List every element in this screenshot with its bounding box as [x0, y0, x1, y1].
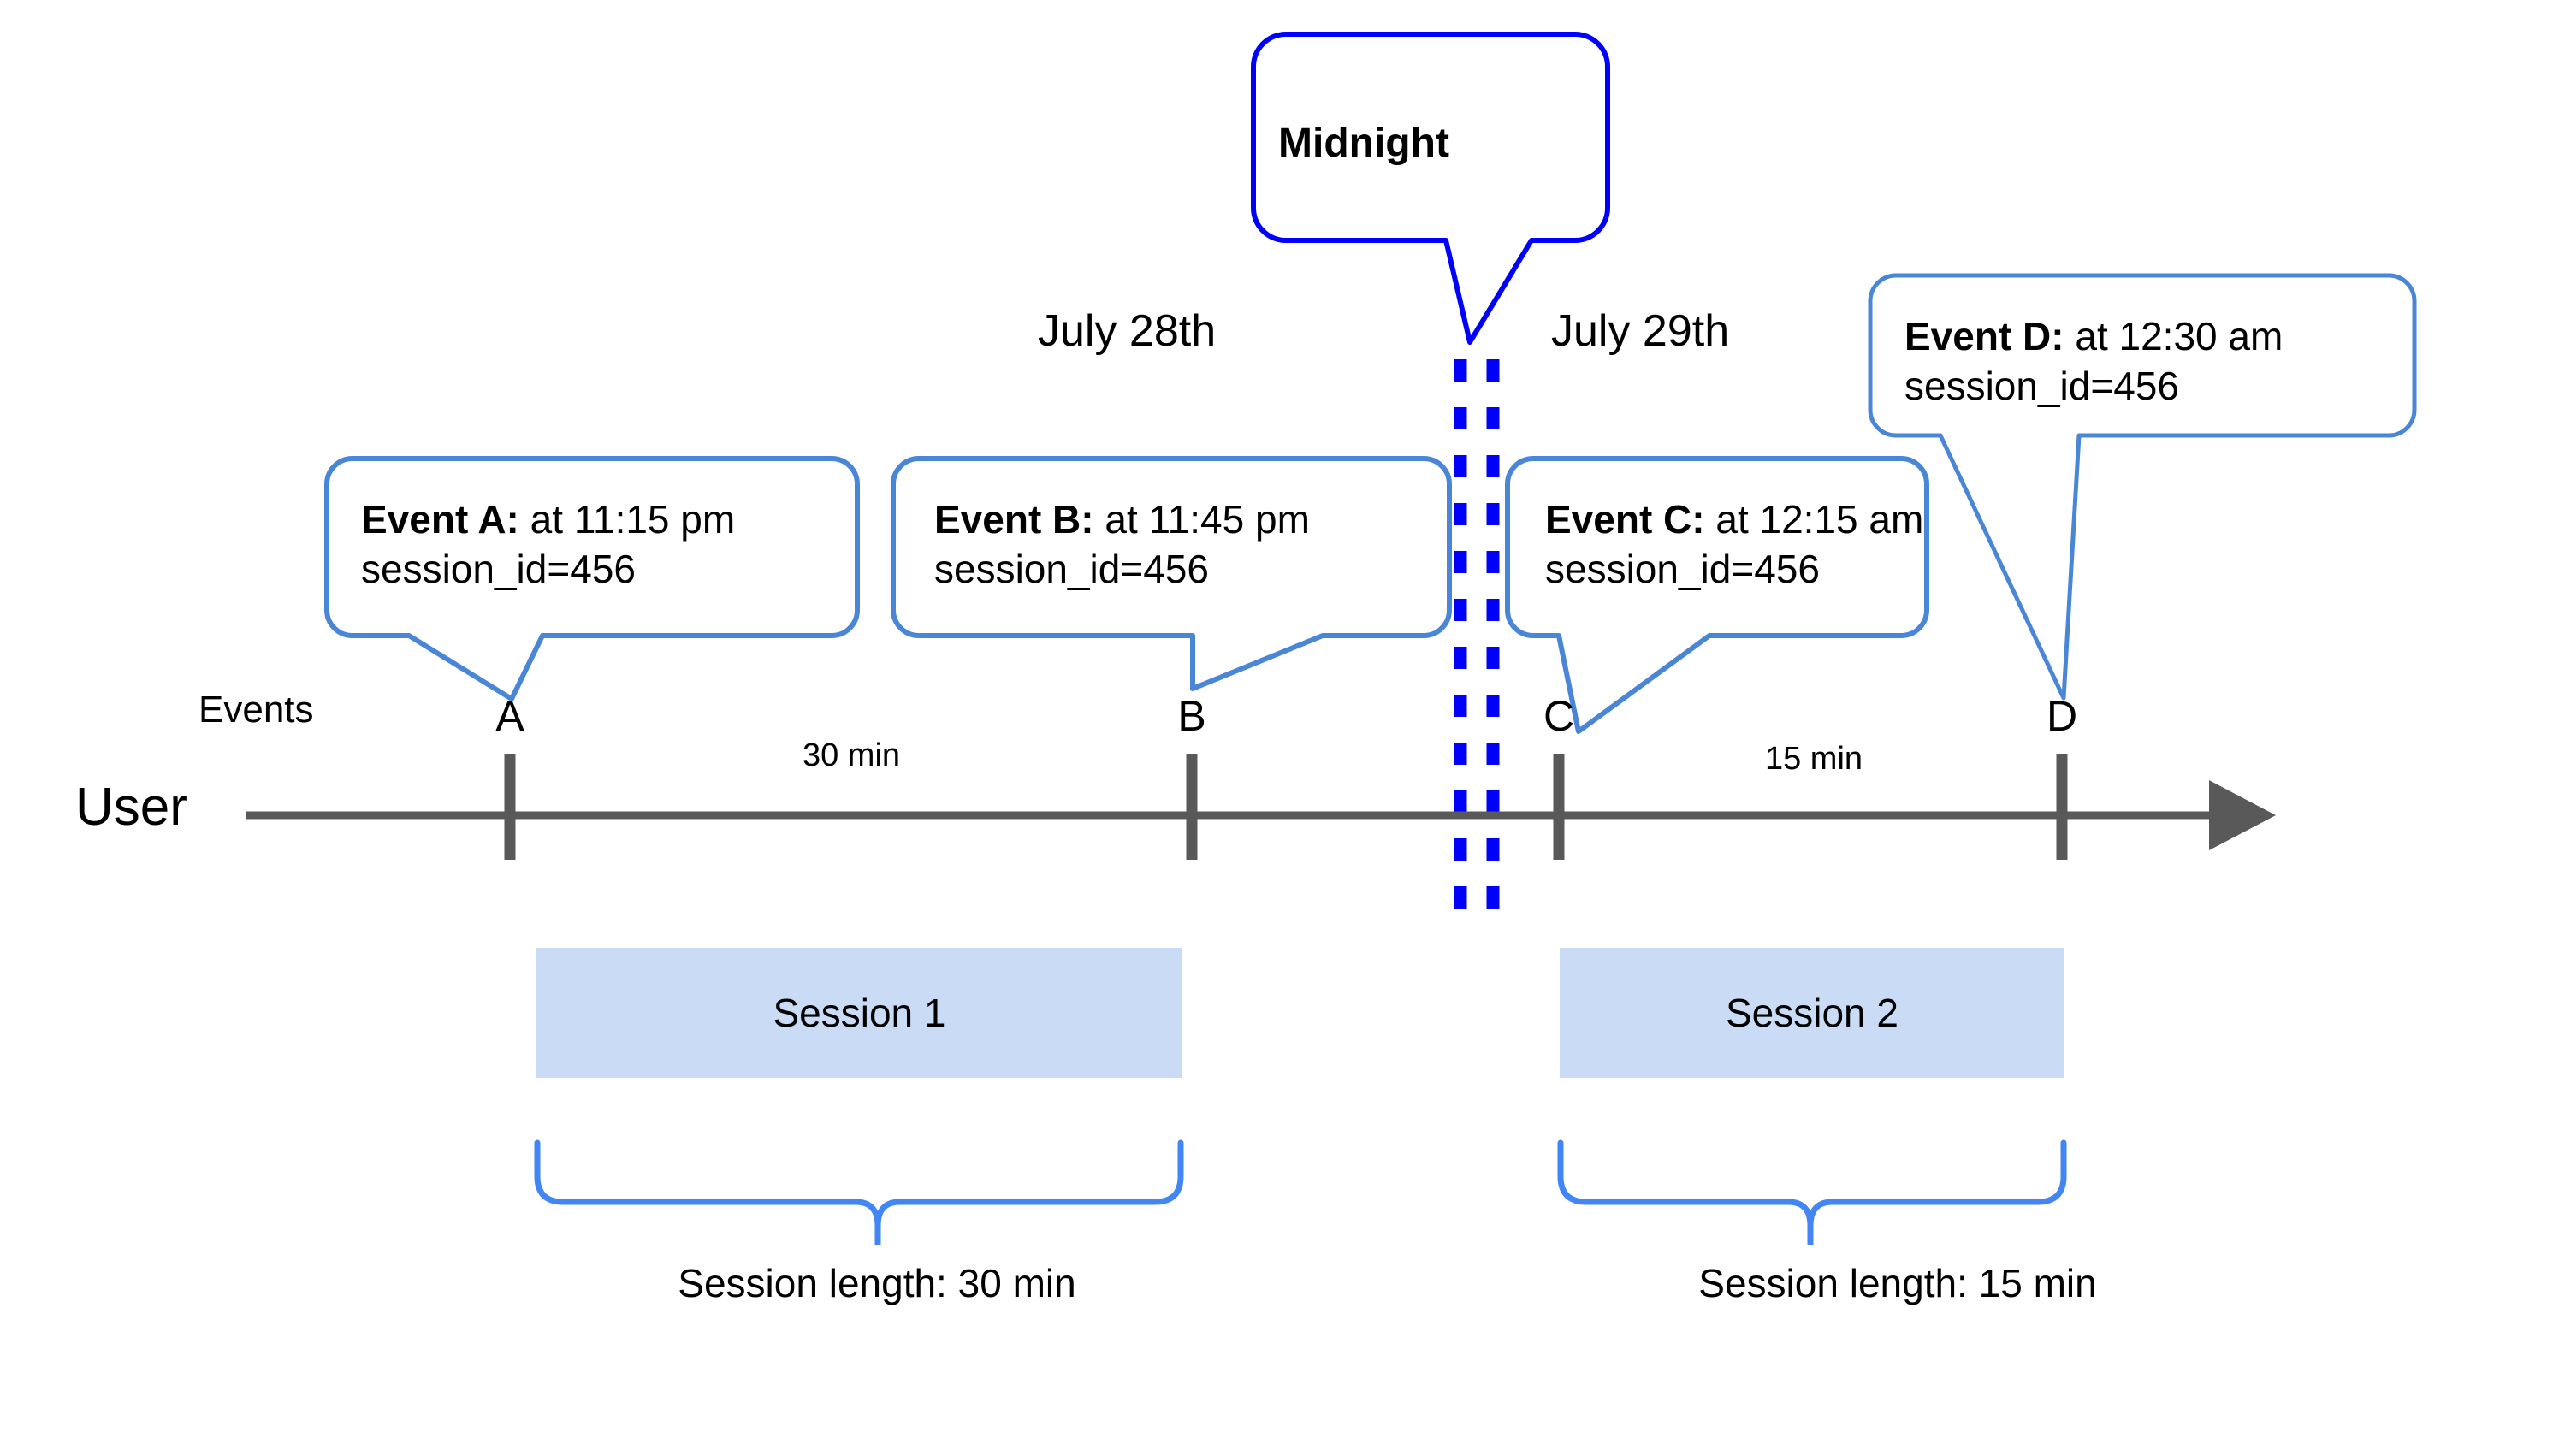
event-d-callout-text: Event D: at 12:30 am session_id=456 — [1904, 311, 2283, 411]
day-label-july-28: July 28th — [1038, 306, 1217, 356]
midnight-label: Midnight — [1278, 121, 1449, 166]
day-label-july-29: July 29th — [1551, 306, 1730, 356]
event-b-lead: Event B: — [934, 497, 1094, 542]
event-b-detail: at 11:45 pm — [1093, 497, 1310, 542]
session-1-bar: Session 1 — [536, 948, 1182, 1078]
event-c-lead: Event C: — [1545, 497, 1705, 542]
event-letter-a: A — [495, 692, 524, 740]
lane-label-user: User — [75, 778, 187, 837]
event-c-detail: at 12:15 am — [1704, 497, 1924, 542]
event-b-callout-text: Event B: at 11:45 pm session_id=456 — [934, 494, 1310, 594]
event-c-callout-text: Event C: at 12:15 am session_id=456 — [1545, 494, 1923, 594]
event-d-detail: at 12:30 am — [2064, 314, 2283, 358]
session-2-length-caption: Session length: 15 min — [1698, 1261, 2097, 1305]
session-2-label: Session 2 — [1725, 991, 1898, 1035]
event-a-session-id: session_id=456 — [361, 547, 636, 591]
event-a-lead: Event A: — [361, 497, 519, 542]
event-letter-c: C — [1543, 692, 1575, 740]
timeline-axis-arrowhead — [2209, 780, 2276, 850]
event-d-lead: Event D: — [1904, 314, 2064, 358]
gap-label-a-to-b: 30 min — [802, 737, 901, 773]
session-1-length-caption: Session length: 30 min — [678, 1261, 1076, 1305]
session-2-brace — [1557, 1139, 2067, 1245]
session-2-bar: Session 2 — [1560, 948, 2064, 1078]
lane-label-events: Events — [198, 689, 314, 731]
event-letter-d: D — [2046, 692, 2078, 740]
event-a-detail: at 11:15 pm — [518, 497, 736, 542]
session-1-brace — [534, 1139, 1184, 1245]
gap-label-c-to-d: 15 min — [1764, 741, 1863, 777]
event-d-session-id: session_id=456 — [1904, 364, 2179, 408]
event-b-session-id: session_id=456 — [934, 547, 1209, 591]
event-c-session-id: session_id=456 — [1545, 547, 1820, 591]
midnight-boundary-lines — [1454, 359, 1500, 932]
session-1-label: Session 1 — [773, 991, 946, 1035]
event-letter-b: B — [1177, 692, 1206, 740]
event-a-callout-text: Event A: at 11:15 pm session_id=456 — [361, 494, 735, 594]
midnight-callout-shape — [1251, 32, 1610, 345]
timeline-axis — [246, 780, 2276, 850]
